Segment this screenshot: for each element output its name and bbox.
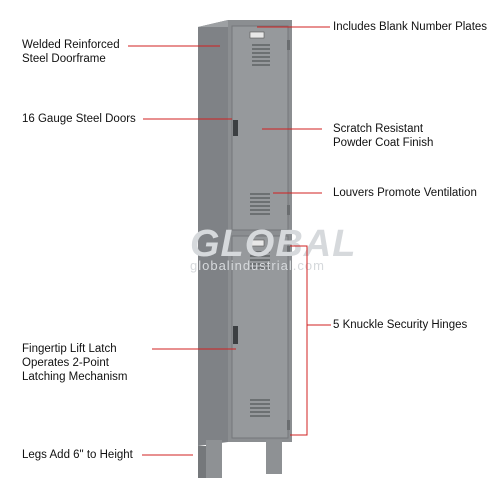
- watermark-brand: GLOBAL: [190, 223, 357, 265]
- label-number-plates: Includes Blank Number Plates: [333, 21, 488, 33]
- front-right-leg: [266, 440, 282, 474]
- label-fingertip-latch: Fingertip Lift Latch Operates 2-Point La…: [22, 343, 128, 383]
- upper-top-louvers: [252, 44, 270, 66]
- upper-door: [231, 25, 289, 231]
- lower-bottom-louvers: [250, 399, 270, 417]
- left-back-leg: [198, 446, 206, 478]
- front-left-leg: [206, 440, 222, 478]
- lower-top-louvers: [250, 251, 270, 269]
- upper-bottom-louvers: [250, 193, 270, 215]
- label-scratch-resistant: Scratch Resistant Powder Coat Finish: [333, 123, 434, 149]
- label-welded-doorframe: Welded Reinforced Steel Doorframe: [22, 39, 120, 65]
- label-security-hinges: 5 Knuckle Security Hinges: [333, 319, 468, 331]
- label-legs: Legs Add 6" to Height: [22, 449, 133, 461]
- label-louvers: Louvers Promote Ventilation: [333, 187, 477, 199]
- upper-latch: [233, 120, 238, 136]
- locker-side-panel: [198, 20, 228, 446]
- upper-number-plate: [249, 31, 265, 39]
- watermark-site: globalindustrial.com: [190, 258, 325, 273]
- label-16-gauge-doors: 16 Gauge Steel Doors: [22, 113, 136, 125]
- callout-bracket-hinges: [290, 245, 308, 436]
- lower-number-plate: [249, 239, 265, 247]
- lower-latch: [233, 326, 238, 344]
- hinges: [287, 40, 290, 430]
